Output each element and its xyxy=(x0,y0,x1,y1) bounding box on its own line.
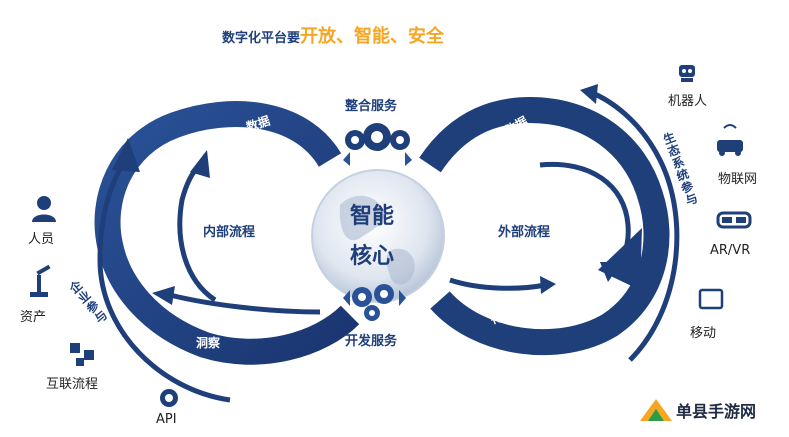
left-loop-band xyxy=(94,101,360,365)
person-icon xyxy=(32,196,56,222)
left-outer-arrow xyxy=(97,158,231,403)
external-process-label: 外部流程 xyxy=(498,225,551,240)
watermark-text: 单县手游网 xyxy=(676,402,757,421)
right-bottom-inner-arrow xyxy=(449,277,546,291)
core-label-line1: 智能 xyxy=(350,204,395,229)
assets-label: 资产 xyxy=(20,310,47,325)
connected-process-label: 互联流程 xyxy=(46,377,99,392)
title-prefix: 数字化平台要 xyxy=(222,31,301,46)
robot-label: 机器人 xyxy=(668,94,708,109)
left-outer-arrowhead xyxy=(112,138,140,172)
vr-headset-icon xyxy=(716,211,752,229)
internal-process-label: 内部流程 xyxy=(203,225,256,240)
api-label: API xyxy=(156,412,177,427)
right-loop-band xyxy=(419,96,670,356)
globe xyxy=(311,169,445,303)
robot-icon xyxy=(679,65,695,82)
robot-arm-icon xyxy=(30,264,51,297)
car-icon xyxy=(717,124,743,156)
diagram-title: 数字化平台要开放、智能、安全 xyxy=(222,22,444,48)
iot-label: 物联网 xyxy=(718,172,758,187)
left-bottom-inner-arrowhead xyxy=(152,286,175,305)
right-loop-arrowhead xyxy=(598,228,642,290)
right-outer-arrow xyxy=(589,89,680,362)
api-gear-icon xyxy=(160,389,178,407)
development-services-label: 开发服务 xyxy=(345,334,398,349)
arvr-label: AR/VR xyxy=(710,243,751,258)
connected-process-icon xyxy=(70,343,94,366)
right-outer-arrowhead xyxy=(580,84,598,104)
title-highlight: 开放、智能、安全 xyxy=(300,26,445,47)
left-inner-arrowhead xyxy=(190,150,210,178)
integration-services-label: 整合服务 xyxy=(345,99,398,114)
gear-cluster-top xyxy=(345,123,410,151)
watermark-logo xyxy=(640,399,672,421)
left-bottom-inner-arrow xyxy=(169,292,321,315)
people-label: 人员 xyxy=(28,232,55,247)
tablet-icon xyxy=(698,288,724,310)
gear-cluster-bottom xyxy=(352,284,394,321)
left-inner-arrow xyxy=(177,163,217,303)
mobile-label: 移动 xyxy=(690,326,717,341)
watermark: 单县手游网 xyxy=(676,398,756,422)
right-bottom-inner-arrowhead xyxy=(540,276,556,294)
left-band-insight-label: 洞察 xyxy=(196,336,221,350)
core-label-line2: 核心 xyxy=(350,244,395,269)
